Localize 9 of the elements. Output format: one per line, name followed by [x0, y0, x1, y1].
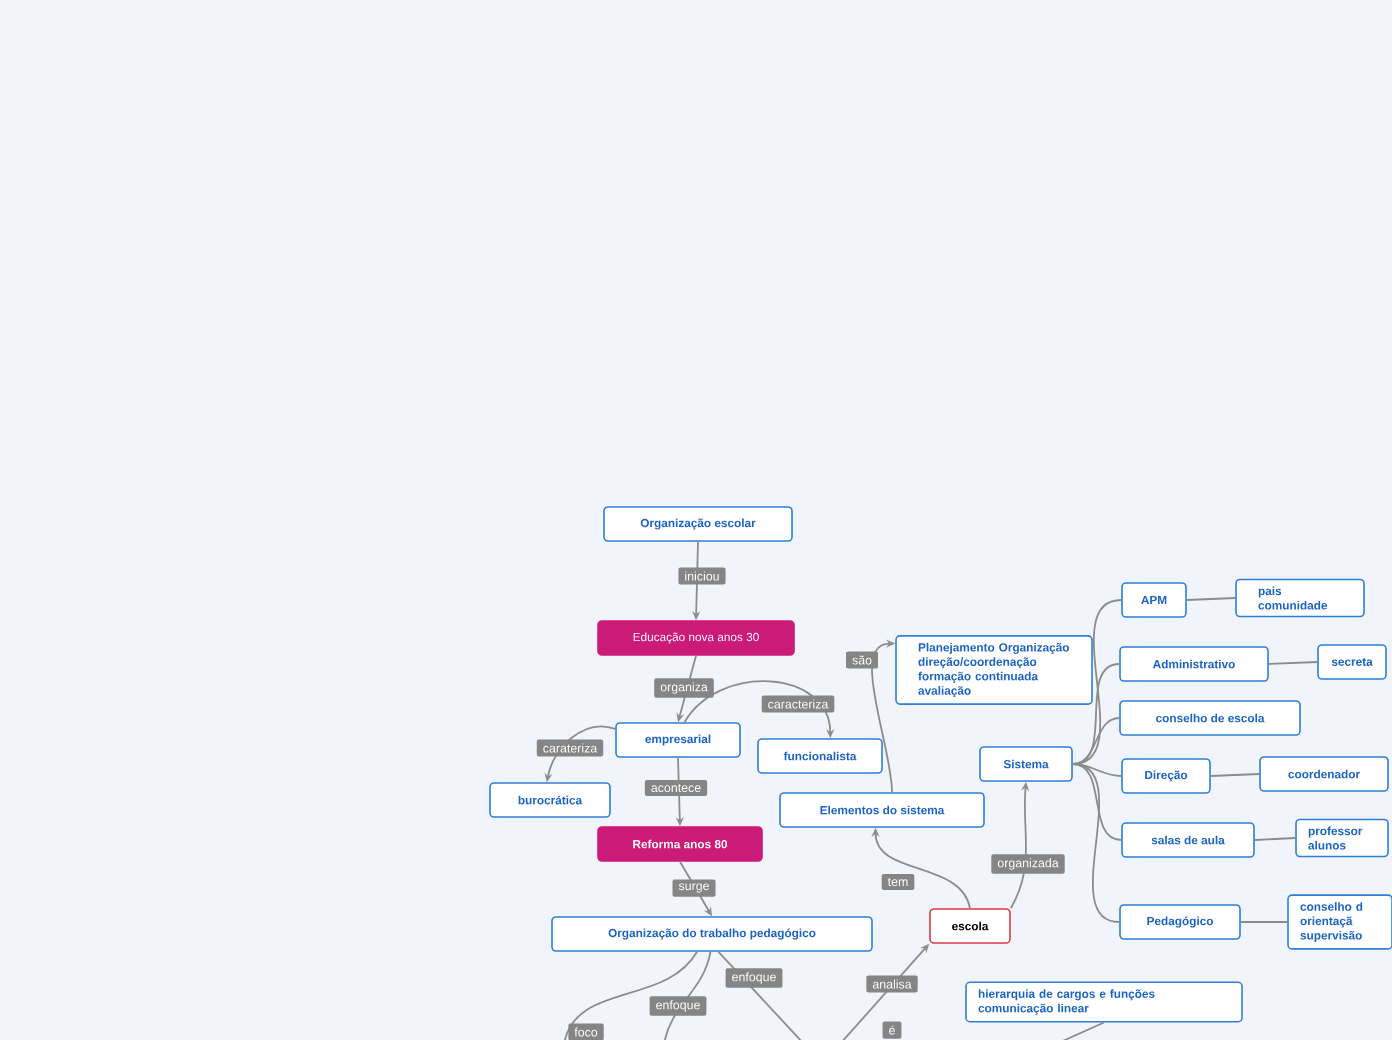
connector — [1209, 773, 1261, 777]
connector — [1071, 763, 1121, 923]
connector — [1239, 921, 1289, 923]
connector — [1071, 763, 1123, 841]
connector — [1185, 597, 1237, 601]
connector — [1253, 837, 1297, 841]
connector — [563, 950, 698, 1040]
connector — [1071, 717, 1121, 765]
connector — [1267, 661, 1319, 665]
